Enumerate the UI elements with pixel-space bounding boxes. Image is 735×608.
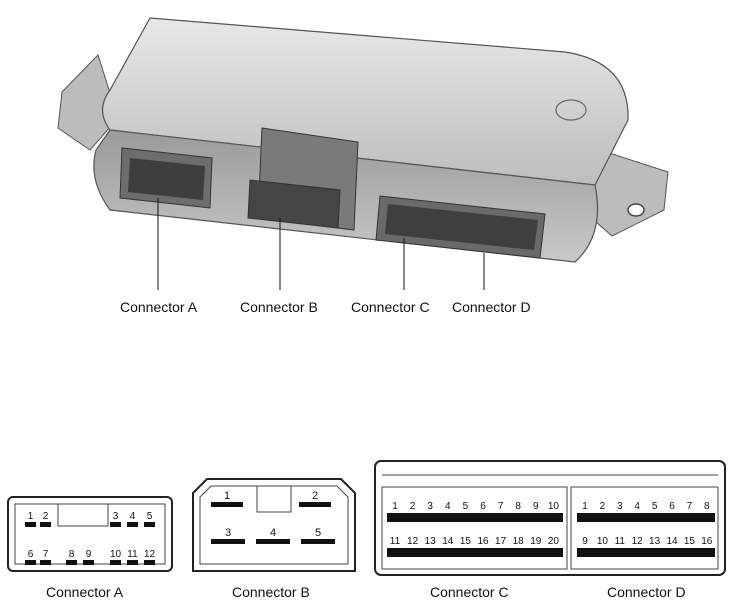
connector-a-pin-label: 1 [28, 511, 34, 522]
connector-d-pin-label: 3 [617, 501, 623, 512]
connector-c-pin-label: 20 [548, 536, 560, 547]
connector-d-label: Connector D [607, 584, 686, 600]
connector-a-pin [127, 560, 138, 565]
connector-a-pin [40, 560, 51, 565]
connector-a-pin [144, 522, 155, 527]
connector-b-pin [301, 539, 335, 544]
connector-c-pin-label: 17 [495, 536, 507, 547]
connector-c-pin-label: 15 [460, 536, 472, 547]
connector-c-pin-label: 13 [425, 536, 437, 547]
connector-d-pin-label: 14 [666, 536, 678, 547]
connector-a-pin-label: 7 [43, 549, 49, 560]
connector-c-pin-label: 12 [407, 536, 419, 547]
connector-a-pin-label: 5 [147, 511, 153, 522]
connector-a-pin-label: 8 [69, 549, 75, 560]
connector-a-pin-label: 9 [86, 549, 92, 560]
connector-c-pin-label: 10 [548, 501, 560, 512]
connector-c-label: Connector C [430, 584, 509, 600]
connector-b-label: Connector B [232, 584, 310, 600]
connector-d-pin-label: 5 [652, 501, 658, 512]
connector-c-pin-label: 6 [480, 501, 486, 512]
connector-c-pin-label: 9 [533, 501, 539, 512]
connector-c-pin-label: 5 [463, 501, 469, 512]
connector-c-pin-label: 7 [498, 501, 504, 512]
connector-a-label: Connector A [46, 584, 124, 600]
connector-d-pin-label: 9 [582, 536, 588, 547]
connector-a-pin-label: 11 [127, 549, 138, 560]
connector-a-pin [25, 522, 36, 527]
connector-c-bottom-pin-row [387, 548, 563, 557]
connector-d-pin-label: 1 [582, 501, 588, 512]
connector-c-pin-label: 1 [392, 501, 398, 512]
connector-b-pin-label: 2 [312, 490, 318, 502]
connector-d-pin-label: 11 [615, 536, 626, 547]
connector-a-pin [127, 522, 138, 527]
connector-d-pin-label: 10 [597, 536, 609, 547]
connector-d-pin-label: 12 [632, 536, 644, 547]
connector-d-pin-label: 2 [600, 501, 606, 512]
connector-a-pin-label: 6 [28, 549, 34, 560]
callout-connector-c: Connector C [351, 299, 430, 315]
connector-d-pin-label: 4 [634, 501, 640, 512]
connector-a-pin-label: 12 [144, 549, 156, 560]
connector-a-pin [110, 560, 121, 565]
connector-a-pin [25, 560, 36, 565]
connector-c-pin-label: 3 [427, 501, 433, 512]
connector-b-pin-label: 3 [225, 527, 231, 539]
connector-c-pin-label: 14 [442, 536, 454, 547]
connector-d-top-pin-row [577, 513, 715, 522]
connector-c-pin-label: 11 [390, 536, 401, 547]
connector-b-pin-label: 1 [224, 490, 230, 502]
connector-a-pin-label: 2 [43, 511, 49, 522]
connector-d-pin-label: 15 [684, 536, 696, 547]
connector-d-pin-label: 6 [669, 501, 675, 512]
connector-a-pin-label: 3 [113, 511, 119, 522]
module-illustration [57, 17, 669, 290]
connector-d-pin-label: 13 [649, 536, 661, 547]
mounting-hole [627, 203, 645, 217]
connector-a-pin [66, 560, 77, 565]
connector-b-pin-label: 5 [315, 527, 321, 539]
connector-d-pin-label: 16 [701, 536, 713, 547]
connector-a-pin-label: 10 [110, 549, 122, 560]
connector-a-pin-label: 4 [130, 511, 136, 522]
connector-d-bottom-pin-row [577, 548, 715, 557]
emblem [555, 99, 587, 121]
callout-connector-a: Connector A [120, 299, 198, 315]
connector-b-pin [211, 539, 245, 544]
connector-b-pin [299, 502, 331, 507]
connector-b-face: 1 2 3 4 5 [192, 478, 356, 572]
connector-b-pin [211, 502, 243, 507]
connector-d-pin-label: 8 [704, 501, 710, 512]
connector-d-pin-label: 7 [687, 501, 693, 512]
connector-a-pin [144, 560, 155, 565]
connector-c-top-pin-row [387, 513, 563, 522]
callout-connector-d: Connector D [452, 299, 531, 315]
connector-c-pin-label: 4 [445, 501, 451, 512]
connector-c-pin-label: 2 [410, 501, 416, 512]
connector-b-pin [256, 539, 290, 544]
connector-c-pin-label: 18 [513, 536, 525, 547]
callout-connector-b: Connector B [240, 299, 318, 315]
module-top-surface [101, 17, 629, 186]
connector-c-pin-label: 19 [530, 536, 542, 547]
connector-c-pin-label: 16 [477, 536, 489, 547]
connector-a-pin [110, 522, 121, 527]
connector-b-pin-label: 4 [270, 527, 276, 539]
connector-c-pin-label: 8 [515, 501, 521, 512]
connector-a-pin [83, 560, 94, 565]
connector-a-pin [40, 522, 51, 527]
